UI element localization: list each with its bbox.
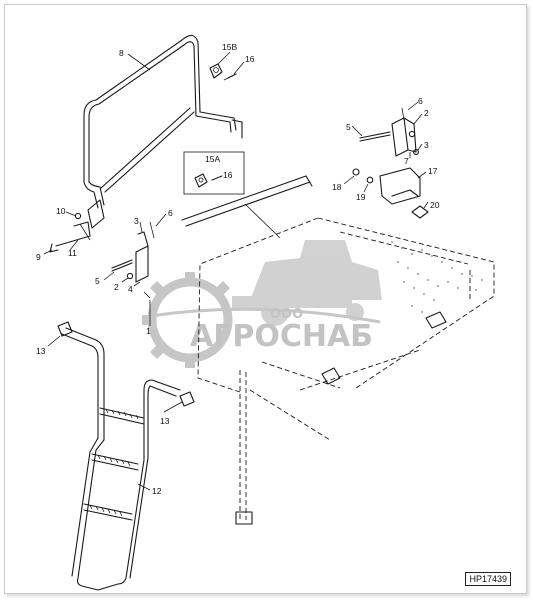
callout-19: 19 xyxy=(356,192,366,202)
callout-18: 18 xyxy=(332,182,342,192)
watermark-top-text: ООО xyxy=(270,307,303,322)
callout-16-inset: 16 xyxy=(223,170,233,180)
harvester-icon xyxy=(232,240,382,326)
callout-6-right: 6 xyxy=(418,96,423,106)
callout-2-right: 2 xyxy=(424,108,429,118)
callout-20: 20 xyxy=(430,200,440,210)
inset-box-15a xyxy=(183,151,245,195)
callout-7: 7 xyxy=(404,156,409,166)
mid-bracket-cluster xyxy=(111,221,155,299)
callout-leaders xyxy=(43,51,429,491)
rail-bracket-part xyxy=(49,199,105,253)
callout-labels: 8 15B 16 15A 16 10 11 9 3 6 5 2 4 1 5 6 … xyxy=(36,42,440,496)
watermark-logo: ООО АГРОСНАБ xyxy=(142,240,382,368)
callout-15b: 15B xyxy=(222,42,237,52)
callout-9: 9 xyxy=(36,252,41,262)
callout-8: 8 xyxy=(119,48,124,58)
callout-15a: 15A xyxy=(205,154,220,164)
callout-16-top: 16 xyxy=(245,54,255,64)
platform-assembly xyxy=(197,217,495,525)
callout-1: 1 xyxy=(146,326,151,336)
callout-3-mid: 3 xyxy=(134,216,139,226)
callout-2-mid: 2 xyxy=(114,282,119,292)
callout-4: 4 xyxy=(128,284,133,294)
callout-5-right: 5 xyxy=(346,122,351,132)
callout-11: 11 xyxy=(68,248,77,258)
platform-grating xyxy=(391,241,483,313)
callout-3-right: 3 xyxy=(424,140,429,150)
callout-13-left: 13 xyxy=(36,346,46,356)
callout-17: 17 xyxy=(428,166,438,176)
watermark-main-text: АГРОСНАБ xyxy=(190,319,373,354)
callout-10: 10 xyxy=(56,206,66,216)
callout-13-right: 13 xyxy=(160,416,170,426)
right-bracket-cluster xyxy=(352,107,429,219)
hardware-15b xyxy=(209,63,237,81)
long-bar-part xyxy=(181,175,313,239)
drawing-code-label: HP17439 xyxy=(465,572,511,586)
ladder-part xyxy=(57,321,195,591)
guard-rail-part xyxy=(83,34,243,209)
callout-12: 12 xyxy=(152,486,162,496)
callout-5-mid: 5 xyxy=(95,276,100,286)
callout-6-mid: 6 xyxy=(168,208,173,218)
